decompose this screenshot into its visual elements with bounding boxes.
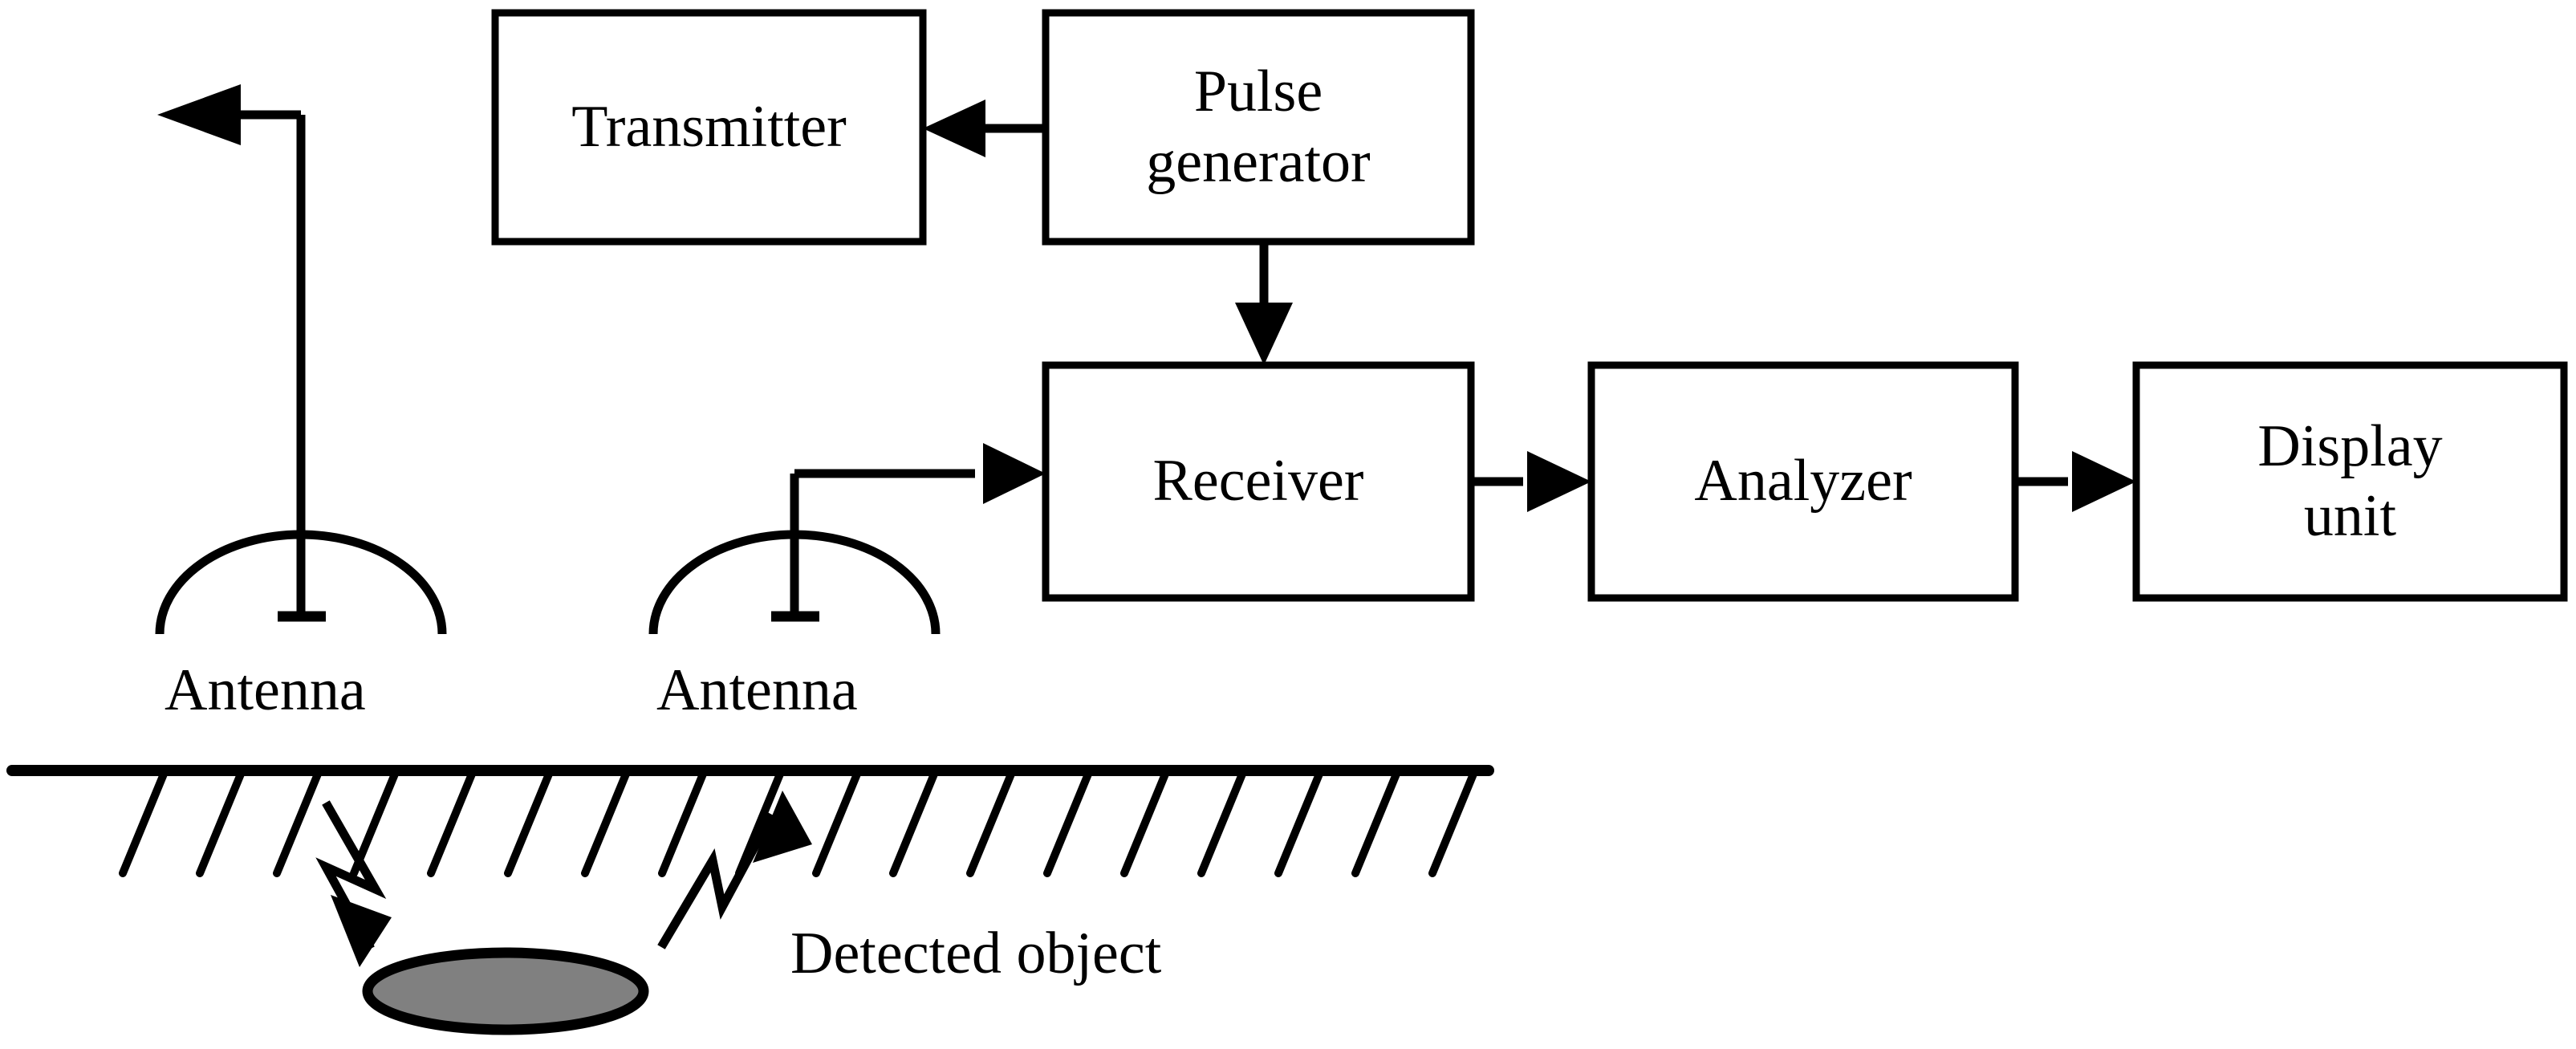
arrowhead-pulse-to-transmitter	[923, 100, 985, 157]
antenna-right-label: Antenna	[656, 657, 858, 723]
ground-surface	[6, 765, 1494, 877]
reflected-wave-arrowhead	[753, 791, 812, 863]
receiver-box[interactable]	[1042, 361, 1475, 602]
reflected-wave-path	[657, 812, 776, 949]
ground-hatching	[119, 768, 1478, 877]
signal-arrowheads	[331, 791, 812, 967]
transmitted-wave-arrowhead	[331, 895, 392, 967]
transmitter-box[interactable]	[491, 9, 927, 246]
display-unit-box[interactable]	[2132, 361, 2568, 602]
detected-object-ellipse[interactable]	[362, 947, 649, 1035]
analyzer-box[interactable]	[1587, 361, 2019, 602]
pulse-generator-box[interactable]	[1042, 9, 1475, 246]
detected-object-label: Detected object	[790, 921, 1162, 986]
arrowhead-transmitter-to-antenna	[157, 84, 241, 145]
antenna-left-label: Antenna	[165, 657, 366, 723]
antenna-left-arc	[155, 530, 447, 635]
arrow-heads	[157, 84, 2136, 512]
signal-paths	[315, 800, 776, 951]
arrowhead-receiver-to-analyzer	[1527, 451, 1591, 512]
antenna-symbols	[155, 530, 941, 635]
arrowhead-pulse-to-receiver	[1235, 303, 1293, 365]
antenna-right-arc	[648, 530, 941, 635]
arrowhead-antenna-to-receiver	[983, 443, 1046, 504]
arrowhead-analyzer-to-display	[2072, 451, 2136, 512]
